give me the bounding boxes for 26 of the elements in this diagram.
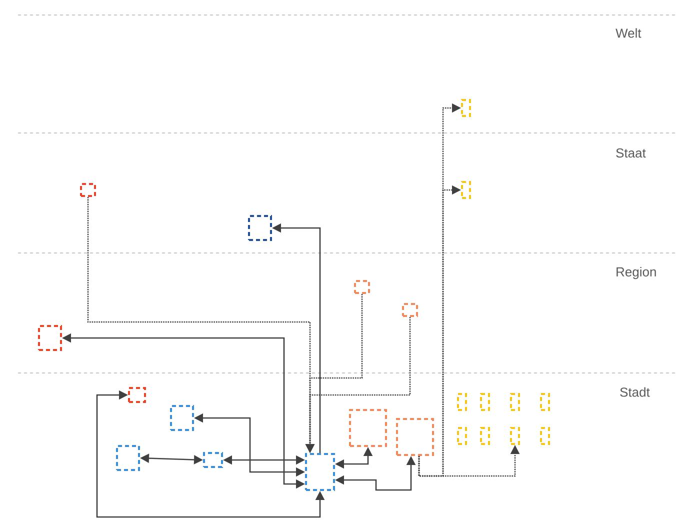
dashed-box <box>457 427 467 445</box>
dashed-box <box>540 427 550 445</box>
dashed-box <box>480 393 490 411</box>
dashed-box <box>396 418 434 456</box>
level-label: Welt <box>616 28 642 38</box>
dashed-box <box>510 427 520 445</box>
dashed-box <box>305 453 335 491</box>
level-label: Stadt <box>620 387 650 397</box>
level-label: Staat <box>616 148 646 158</box>
dashed-box <box>116 445 140 471</box>
dashed-box <box>461 99 471 117</box>
dashed-box <box>461 181 471 199</box>
dashed-box <box>354 280 370 294</box>
dashed-box <box>170 405 194 431</box>
dashed-box <box>457 393 467 411</box>
dashed-box <box>38 325 62 351</box>
dashed-box <box>540 393 550 411</box>
dashed-box <box>248 215 272 241</box>
dashed-box <box>128 387 146 403</box>
dashed-box <box>402 303 418 317</box>
dashed-box <box>80 183 96 197</box>
dashed-box <box>480 427 490 445</box>
dashed-box <box>510 393 520 411</box>
dashed-box <box>349 409 387 447</box>
dashed-box <box>203 452 223 468</box>
level-label: Region <box>616 266 656 280</box>
